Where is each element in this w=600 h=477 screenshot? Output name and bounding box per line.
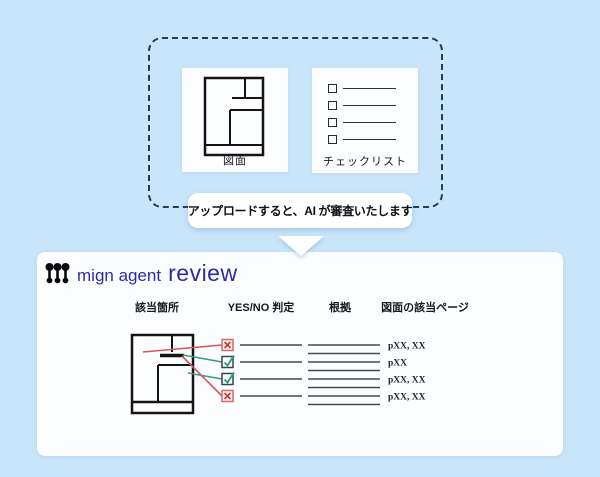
review-diagram: pXX, XX pXX pXX, XX pXX, XX [130, 333, 426, 415]
page-ref: pXX, XX [388, 342, 426, 352]
drawing-card: 図面 [182, 68, 288, 172]
judgment-yes-icon [221, 372, 235, 386]
floorplan-walls [203, 76, 265, 157]
column-header-location: 該当箇所 [135, 302, 179, 314]
checklist-line [343, 104, 396, 107]
column-header-pages: 図面の該当ページ [381, 302, 469, 314]
mign-logo-icon [45, 263, 70, 284]
checklist-card-label: チェックリスト [323, 156, 407, 168]
judgment-no-icon [221, 389, 234, 403]
checklist-row [328, 118, 396, 127]
review-panel: mign agent review 該当箇所 YES/NO 判定 根拠 図面の該… [37, 252, 563, 456]
evidence-lines [308, 344, 380, 406]
judgment-yes-icon [221, 355, 235, 369]
checkbox-icon [328, 118, 337, 127]
checklist-row [328, 135, 396, 144]
checkbox-icon [328, 84, 337, 93]
checklist-card: チェックリスト [312, 68, 418, 173]
column-header-evidence: 根拠 [329, 302, 351, 314]
page-ref: pXX [388, 359, 407, 369]
drawing-card-label: 図面 [223, 155, 247, 167]
page-ref: pXX, XX [388, 376, 426, 386]
page-ref: pXX, XX [388, 393, 426, 403]
link-line-no [142, 344, 223, 353]
checklist-row [328, 101, 396, 110]
judgment-no-icon [221, 338, 234, 352]
floorplan-thumbnail-icon [203, 76, 265, 157]
down-arrow-icon [278, 236, 324, 256]
column-header-judgment: YES/NO 判定 [227, 302, 295, 314]
brand-header: mign agent review [45, 260, 238, 287]
checklist-row [328, 84, 396, 93]
checklist-line [343, 87, 396, 90]
link-line-yes [182, 354, 223, 363]
brand-product: review [168, 260, 238, 286]
checklist-rows [328, 84, 396, 152]
link-line-no [181, 355, 223, 397]
floorplan-result [130, 333, 195, 415]
upload-callout: アップロードすると、AI が審査いたします [187, 193, 413, 228]
brand-name: mign agent [77, 266, 162, 285]
checklist-line [343, 138, 396, 141]
checklist-line [343, 121, 396, 124]
link-line-yes [187, 372, 223, 380]
upload-callout-text: アップロードすると、AI が審査いたします [187, 204, 413, 218]
checkbox-icon [328, 101, 337, 110]
checkbox-icon [328, 135, 337, 144]
